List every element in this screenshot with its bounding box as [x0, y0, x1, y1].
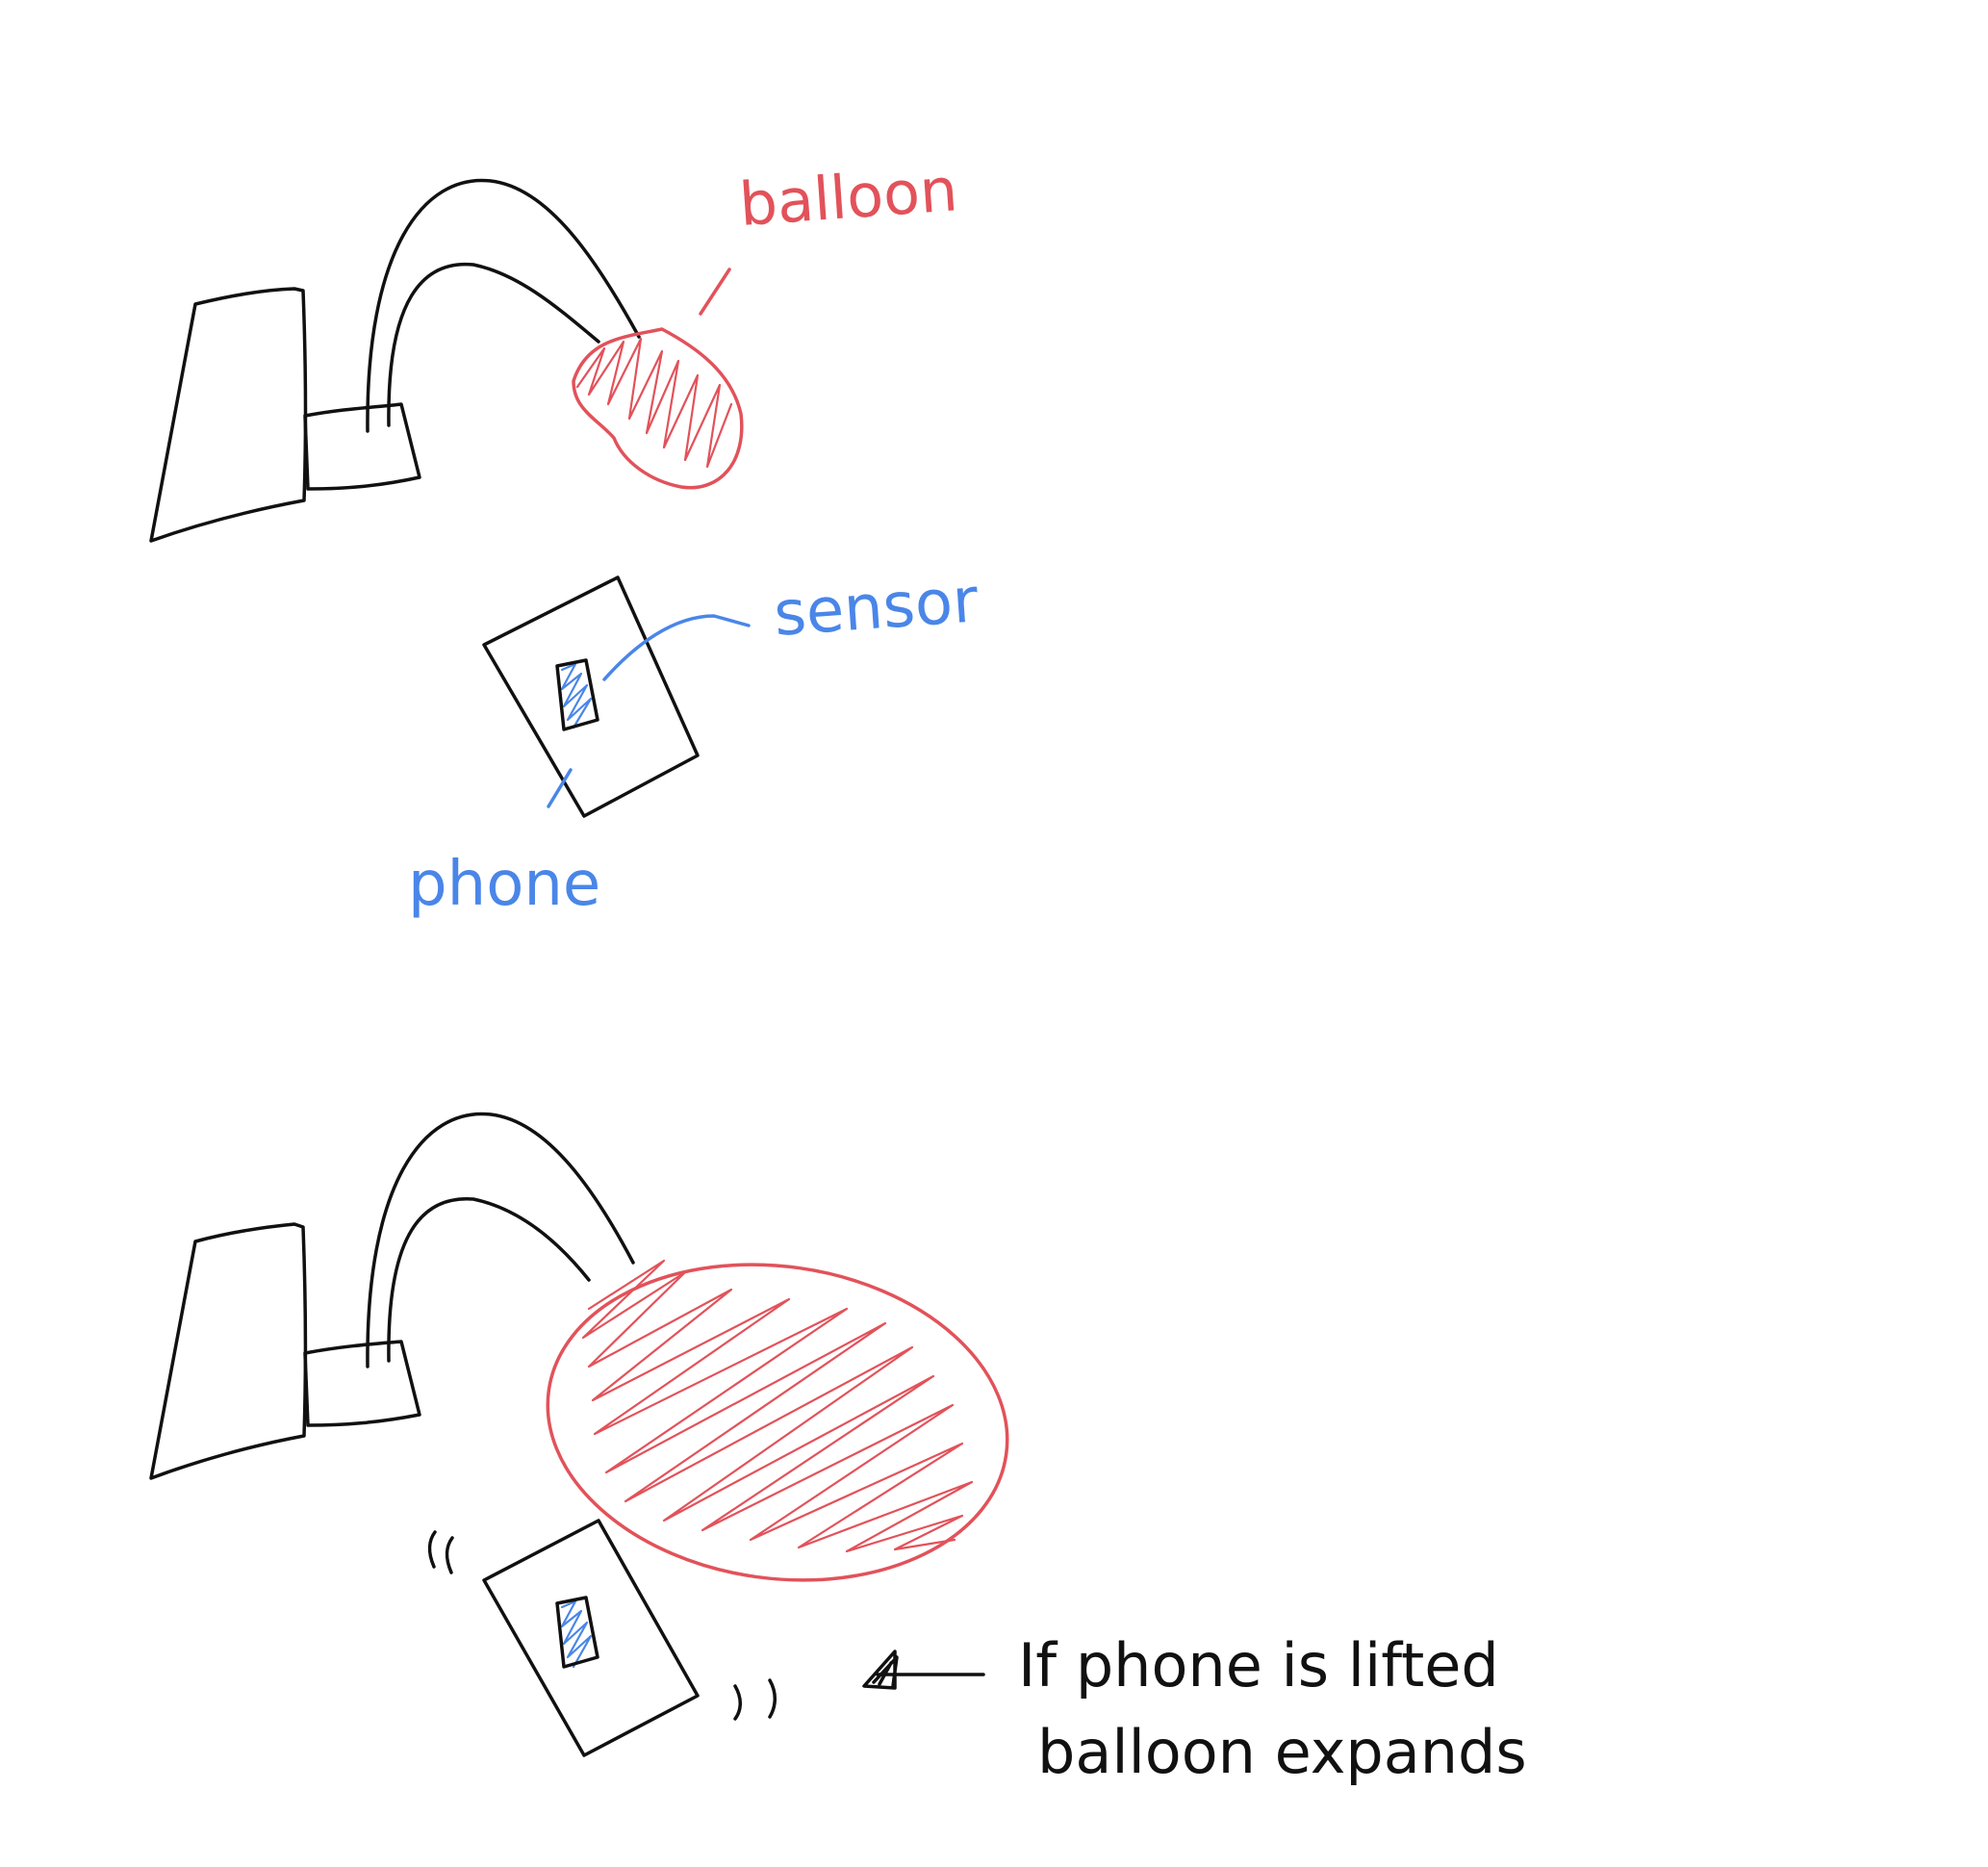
tank-body — [149, 1222, 308, 1480]
scene-before: balloon sensor phone — [149, 154, 981, 920]
sensor-hatch — [560, 662, 593, 729]
phone-outline — [482, 1519, 700, 1757]
tank-body — [149, 287, 308, 543]
balloon-pointer — [699, 268, 731, 316]
phone-after — [482, 1519, 700, 1757]
sensor-outline — [555, 1596, 599, 1669]
tube-inner — [387, 1197, 591, 1363]
caption-line-2: balloon expands — [1037, 1717, 1527, 1787]
balloon-large — [546, 1259, 1009, 1582]
caption-line-1: If phone is lifted — [1018, 1630, 1499, 1701]
sensor-hatch — [560, 1599, 593, 1669]
tube — [366, 1112, 635, 1368]
pump-block — [303, 402, 421, 491]
left-arrow-icon — [862, 1650, 985, 1690]
sensor-pointer — [602, 614, 751, 681]
tube — [366, 178, 641, 433]
sensor-label: sensor — [772, 565, 981, 651]
tube-inner — [387, 262, 600, 427]
scene-after: If phone is lifted balloon expands — [149, 1112, 1527, 1787]
phone-pointer — [547, 768, 573, 808]
sensor-outline — [555, 658, 599, 731]
phone-label: phone — [408, 849, 600, 920]
pump-block — [303, 1340, 421, 1427]
vibration-marks-icon — [427, 1530, 777, 1721]
phone-before — [482, 575, 700, 818]
balloon-label: balloon — [737, 154, 960, 240]
phone-outline — [482, 575, 700, 818]
balloon-small — [572, 327, 744, 490]
